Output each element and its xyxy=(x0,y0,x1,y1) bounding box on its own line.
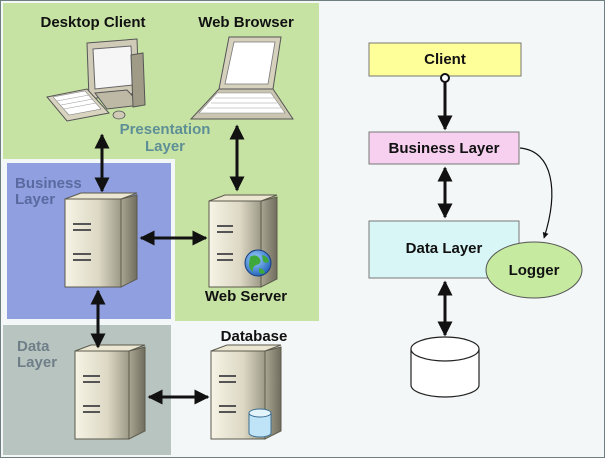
client-port-circle xyxy=(440,73,450,83)
business-layer-box xyxy=(368,131,520,165)
data-layer-label-line2: Layer xyxy=(17,354,57,371)
data-layer-box-label: Data Layer xyxy=(406,240,483,257)
data-server-icon xyxy=(74,344,146,440)
database-cylinder-icon xyxy=(248,408,272,438)
client-box xyxy=(368,42,522,77)
database-label: Database xyxy=(221,328,288,345)
business-layer-label-line2: Layer xyxy=(15,191,55,208)
web-server-icon xyxy=(208,194,278,288)
logger-label: Logger xyxy=(509,262,560,279)
desktop-client-label: Desktop Client xyxy=(40,14,145,31)
business-layer-label-line1: Business xyxy=(15,175,82,192)
business-server-icon xyxy=(64,192,138,288)
business-layer-box-label: Business Layer xyxy=(389,140,500,157)
globe-icon xyxy=(244,249,272,277)
logger-ellipse xyxy=(485,241,583,299)
client-label: Client xyxy=(424,51,466,68)
storage-cylinder-icon xyxy=(410,336,480,398)
desktop-computer-icon xyxy=(46,38,146,122)
laptop-icon xyxy=(189,36,294,120)
web-server-label: Web Server xyxy=(205,288,287,305)
presentation-layer-label-line2: Layer xyxy=(145,138,185,155)
data-layer-label-line1: Data xyxy=(17,338,50,355)
web-browser-label: Web Browser xyxy=(198,14,294,31)
presentation-layer-label-line1: Presentation xyxy=(120,121,211,138)
business-logger-curve xyxy=(519,147,553,239)
